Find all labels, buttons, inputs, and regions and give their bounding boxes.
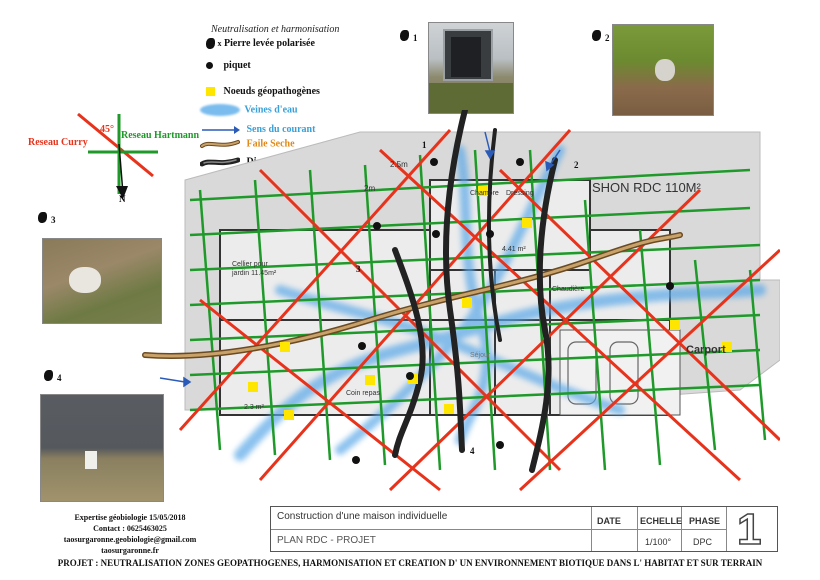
pierre-levee-icon [44,370,53,381]
piquets [352,158,674,464]
photo-3 [42,238,162,324]
contact-line-2: Contact : 0625463025 [93,524,167,533]
veine-1 [234,284,766,461]
room-chambre: Chambre [470,190,499,197]
legend-item-noeud: Noeuds géopathogènes [206,86,320,97]
discontinuite-icon [199,157,241,167]
title-block: Construction d'une maison individuelle P… [270,504,778,555]
faille-seche-icon [200,140,240,148]
sheet-number: 1 [736,504,762,555]
photo-2 [612,24,714,116]
room-dressing: Dressing [506,190,534,197]
room-cellier: Cellier pour jardin 11.45m² [232,261,277,277]
noeud-icon [206,87,215,97]
sens-courant [159,131,561,388]
plan-drawing [142,110,780,492]
dim-x-label: 2.5m [390,160,408,169]
discontinuites [392,110,558,473]
legend-item-courant: Sens du courant [200,124,315,135]
header-date: DATE [597,516,621,526]
header-phase: PHASE [689,516,721,526]
legend-item-faille: Faile Seche [200,138,295,150]
carport-outline [559,329,681,416]
discontinuite-1 [442,110,468,453]
north-label: N [119,194,126,204]
room-area-23: 2.3 m² [244,404,264,411]
noeuds-geopathogenes [248,186,732,420]
plan-marker-1: 1 [422,140,427,150]
room-sejour: Séjour [470,352,491,359]
compass: Reseau Curry Reseau Hartmann 45° N [28,104,208,204]
plan-marker-4: 4 [470,446,475,456]
photo-1 [428,22,514,114]
veine-2 [335,145,565,455]
header-echelle: ECHELLE [640,516,683,526]
room-carport: Carport [686,344,726,356]
discontinuite-3 [392,247,426,458]
legend-item-piquet: piquet [206,60,251,71]
veine-eau-icon [200,104,240,116]
project-subtitle: PROJET : NEUTRALISATION ZONES GEOPATHOGE… [57,558,763,568]
contact-line-3: taosurgaronne.geobiologie@gmail.com [63,535,197,544]
piquet-icon [206,62,213,70]
discontinuite-2 [529,157,558,473]
legend-item-veine: Veines d'eau [200,104,298,116]
contact-line-1: Expertise géobiologie 15/05/2018 [74,513,186,522]
dim-y-label: 2m [364,184,376,193]
pierre-levee-icon [206,38,215,50]
car-right [609,341,639,405]
curry-label: Reseau Curry [28,137,88,148]
plan-title: SHON RDC 110M² [592,180,701,195]
value-echelle: 1/100° [645,537,672,547]
fleche-courant-icon [202,125,240,134]
photo-1-marker: 1 [400,28,418,46]
pierre-levee-icon [38,212,47,223]
legend-item-pierre: x Pierre levée polarisée [206,38,315,50]
value-phase: DPC [693,537,713,547]
plan-marker-3: 3 [356,264,361,274]
pierre-levee-icon [400,30,409,41]
photo-2-marker: 2 [592,28,610,46]
plan-marker-2: 2 [574,160,579,170]
contact-block: Expertise géobiologie 15/05/2018 Contact… [40,512,220,556]
plan-name: PLAN RDC - PROJET [277,535,376,546]
project-name: Construction d'une maison individuelle [277,511,448,522]
photo-4-marker: 4 [44,368,62,386]
room-chaudiere: Chaudière [552,286,585,293]
hartmann-label: Reseau Hartmann [121,130,200,141]
contact-line-4: taosurgaronne.fr [101,546,159,555]
compass-lines [77,112,158,199]
room-area-441: 4.41 m² [502,246,526,253]
room-coin-repas: Coin repas [346,390,380,397]
legend-title: Neutralisation et harmonisation [211,24,340,35]
car-left [567,341,597,405]
failles-seches [142,232,683,359]
photo-4 [40,394,164,502]
discontinuite-4 [486,128,502,342]
photo-3-marker: 3 [38,210,56,228]
pierre-levee-icon [592,30,601,41]
angle-label: 45° [100,124,114,135]
